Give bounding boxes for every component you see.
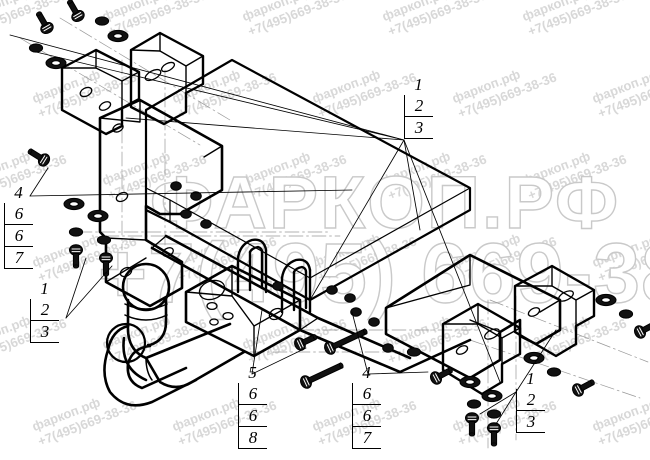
callout-item: 4	[14, 182, 23, 202]
callout-item: 2	[405, 95, 433, 117]
callout-item: 7	[353, 427, 381, 449]
callout-left-lower: 1 2 3	[30, 278, 59, 343]
callout-top-right: 1 2 3	[404, 74, 433, 139]
callout-item: 1	[414, 74, 423, 94]
callout-item: 8	[239, 427, 267, 449]
callout-item: 6	[239, 405, 267, 427]
callout-item: 2	[31, 299, 59, 321]
callout-item: 3	[517, 411, 545, 433]
callout-item: 1	[526, 368, 535, 388]
callout-item: 1	[40, 278, 49, 298]
callout-left-upper: 4 6 6 7	[4, 182, 33, 269]
callout-bottom-mid: 5 6 6 8	[238, 362, 267, 449]
callout-item: 6	[353, 405, 381, 427]
callout-bottom-right: 1 2 3	[516, 368, 545, 433]
callout-item: 6	[239, 383, 267, 405]
callout-item: 6	[5, 225, 33, 247]
callout-item: 6	[5, 203, 33, 225]
callout-item: 5	[248, 362, 257, 382]
callout-item: 7	[5, 247, 33, 269]
callout-item: 6	[353, 383, 381, 405]
callout-item: 4	[362, 362, 371, 382]
callout-item: 3	[405, 117, 433, 139]
callout-bottom-right-inner: 4 6 6 7	[352, 362, 381, 449]
callout-item: 3	[31, 321, 59, 343]
callout-item: 2	[517, 389, 545, 411]
